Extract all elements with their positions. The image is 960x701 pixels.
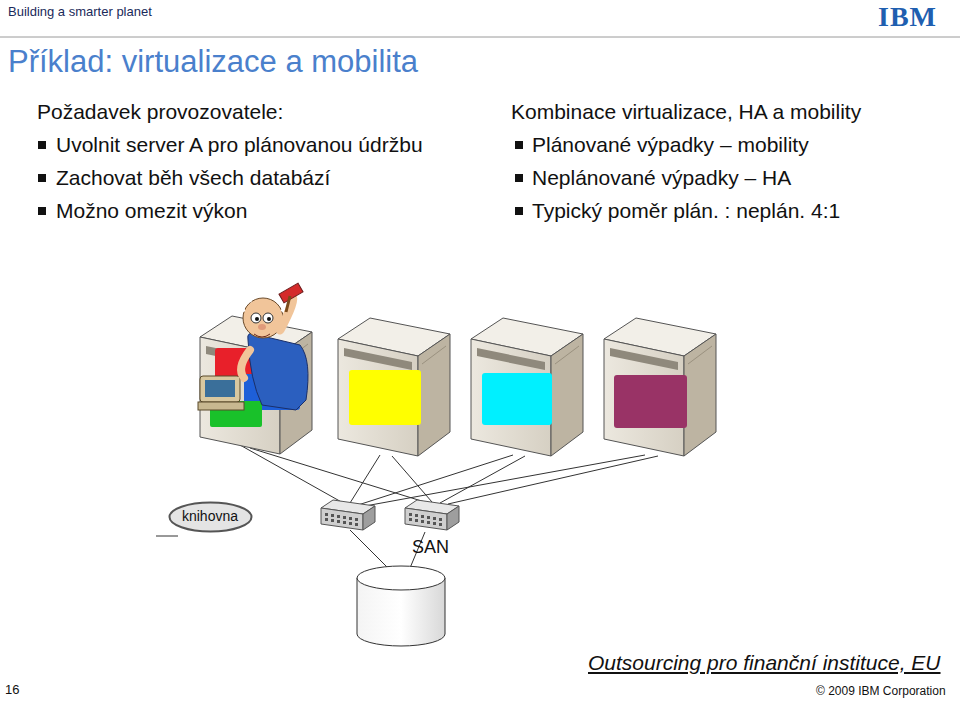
illustration-part xyxy=(38,174,46,182)
illustration-part xyxy=(251,313,261,323)
server-c xyxy=(471,318,583,456)
illustration-part xyxy=(515,207,523,215)
header-rule xyxy=(0,37,960,38)
illustration-part xyxy=(38,207,46,215)
bullet-item: Možno omezit výkon xyxy=(56,199,247,223)
illustration-part xyxy=(357,566,445,590)
illustration-part xyxy=(258,324,266,330)
copyright: © 2009 IBM Corporation xyxy=(816,685,946,699)
illustration-part xyxy=(405,500,459,530)
illustration-part xyxy=(242,299,286,312)
illustration-part xyxy=(515,174,523,182)
header-text: Building a smarter planet xyxy=(8,5,152,20)
list-heading: Požadavek provozovatele: xyxy=(37,100,283,124)
circle-shape xyxy=(169,503,251,532)
company-logo: IBM xyxy=(878,1,937,33)
illustration-part xyxy=(365,455,645,506)
illustration-part xyxy=(267,317,271,321)
bullet-item: Typický poměr plán. : neplán. 4:1 xyxy=(532,199,840,223)
bullet-item: Plánované výpadky – mobility xyxy=(532,133,809,157)
slide-title: Příklad: virtualizace a mobilita xyxy=(8,44,418,80)
illustration-part xyxy=(350,530,388,568)
footer-caption: Outsourcing pro finanční instituce, EU xyxy=(588,651,941,675)
illustration-part xyxy=(338,318,450,456)
illustration-part xyxy=(604,318,716,456)
list-heading: Kombinace virtualizace, HA a mobility xyxy=(511,100,861,124)
server-d xyxy=(604,318,716,456)
illustration-part xyxy=(254,334,270,337)
illustration-part xyxy=(482,373,552,425)
bullet-item: Zachovat běh všech databází xyxy=(56,166,330,190)
illustration-part xyxy=(38,141,46,149)
illustration-part xyxy=(240,445,345,504)
illustration-part xyxy=(241,350,250,378)
san-switch-1 xyxy=(321,500,375,530)
san-switch-2 xyxy=(405,500,459,530)
illustration-part xyxy=(471,318,583,456)
illustration-part xyxy=(358,455,513,505)
server-b xyxy=(338,318,450,456)
bullet-item: Neplánované výpadky – HA xyxy=(532,166,791,190)
illustration-part xyxy=(156,536,178,537)
storage-cylinder xyxy=(357,566,445,646)
illustration-part xyxy=(255,317,259,321)
illustration-part xyxy=(248,333,308,410)
illustration-part xyxy=(200,376,240,402)
illustration-part xyxy=(349,370,421,425)
page-number: 16 xyxy=(5,683,19,698)
node-text: knihovna xyxy=(182,509,239,524)
san-label: SAN xyxy=(412,537,449,558)
illustration-part xyxy=(448,456,658,504)
illustration-part xyxy=(286,296,290,312)
illustration-part xyxy=(250,448,428,503)
illustration-part xyxy=(263,313,273,323)
bullet-item: Uvolnit server A pro plánovanou údržbu xyxy=(56,133,423,157)
illustration-part xyxy=(205,380,235,397)
library-circle: knihovna xyxy=(168,501,253,533)
illustration-part xyxy=(515,141,523,149)
illustration-part xyxy=(198,402,244,410)
san-cabling xyxy=(156,445,658,568)
repairman-cartoon xyxy=(198,283,308,410)
illustration-part xyxy=(614,375,687,428)
illustration-part xyxy=(279,283,303,303)
illustration-part xyxy=(321,500,375,530)
illustration-part xyxy=(350,455,380,503)
